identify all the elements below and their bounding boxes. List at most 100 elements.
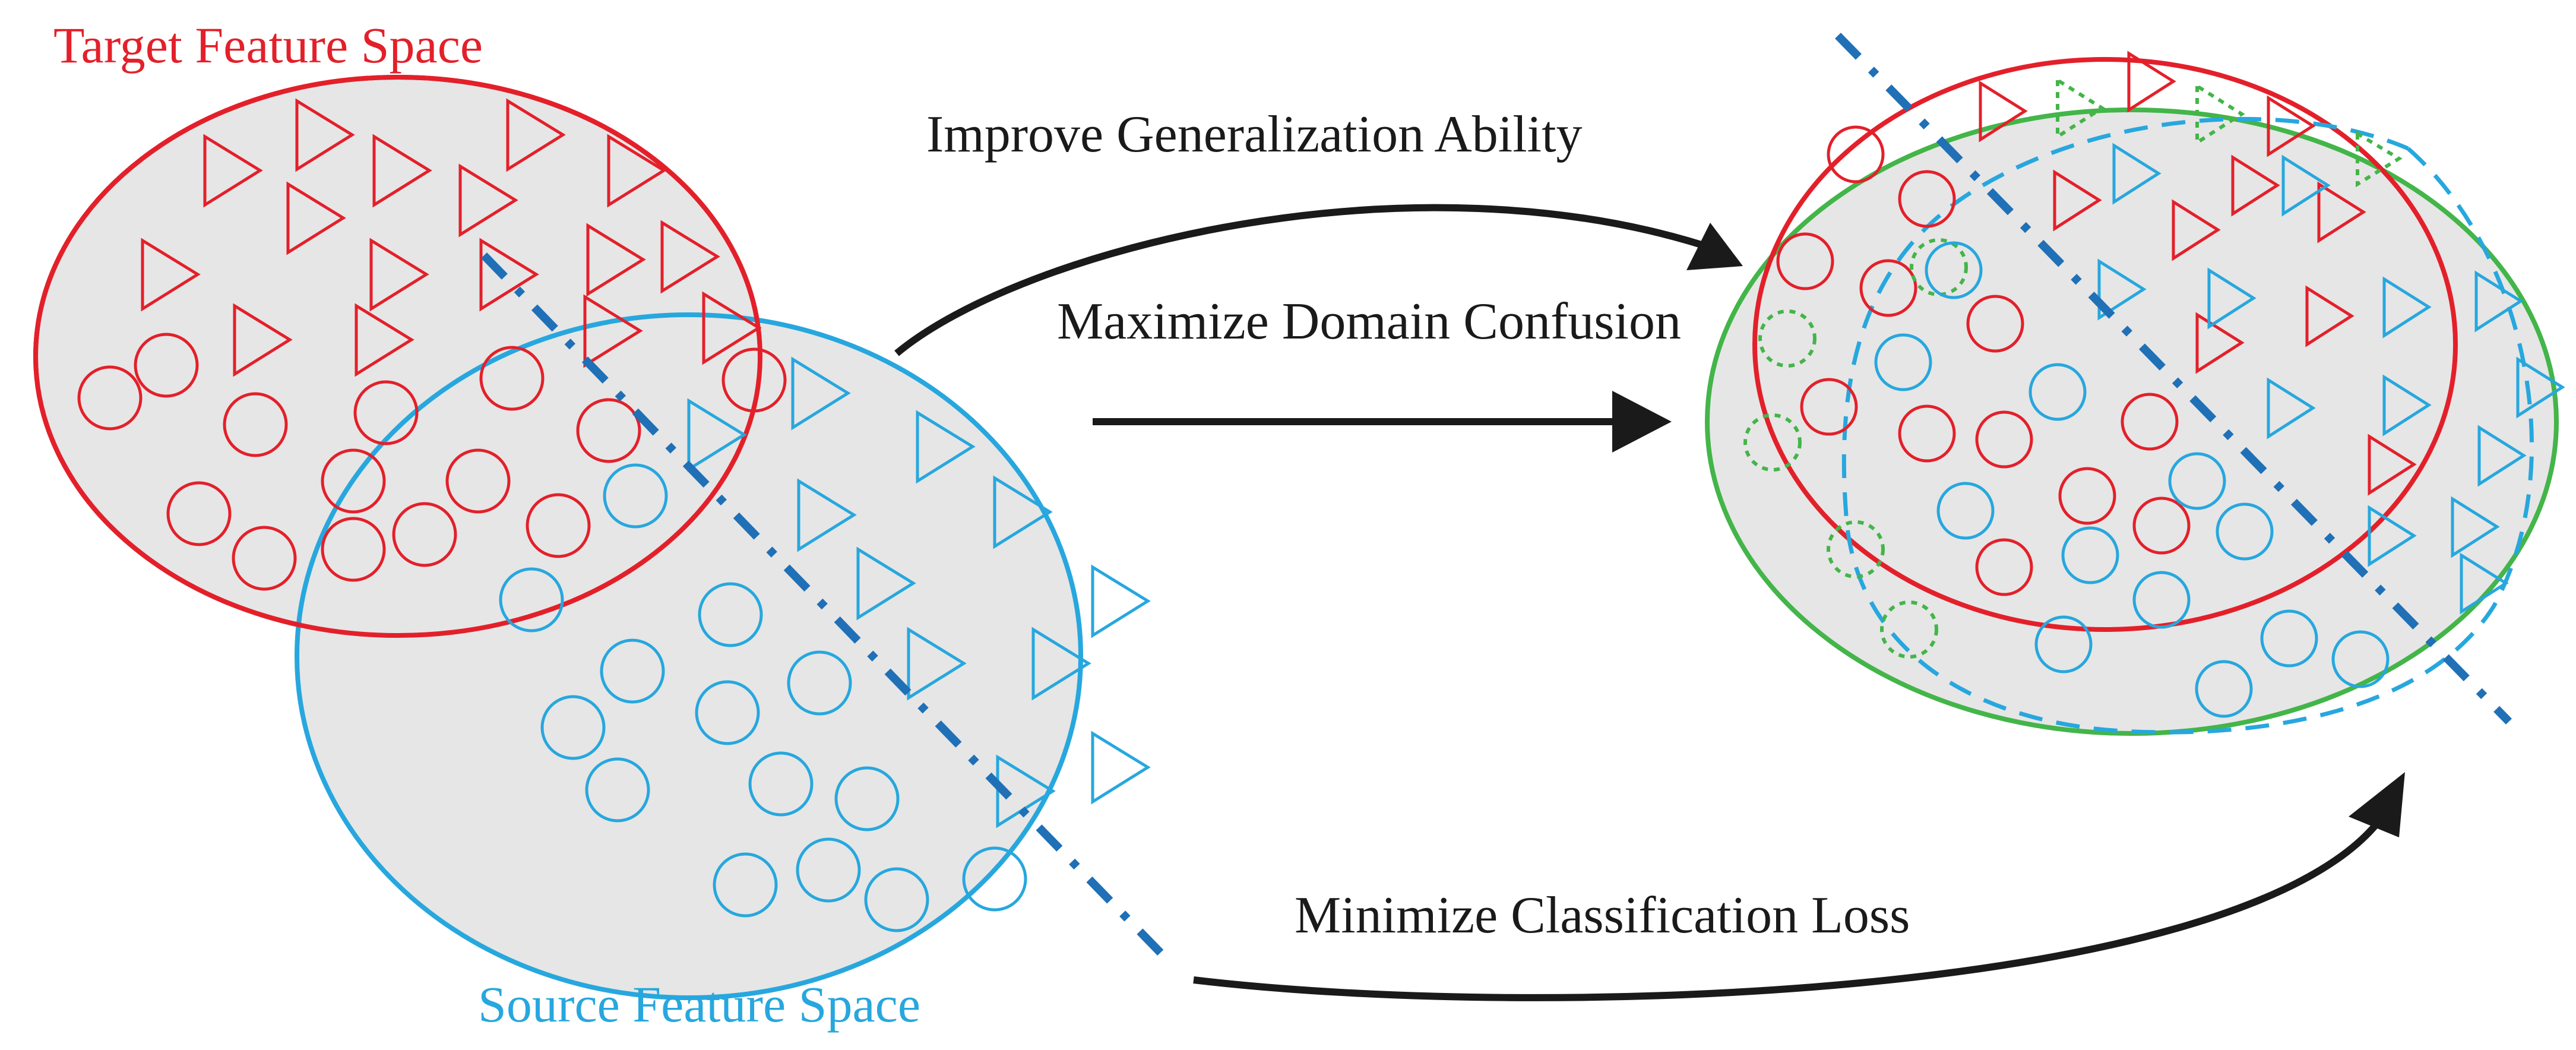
source-circle — [2061, 526, 2119, 584]
source-triangle — [2207, 267, 2257, 330]
target-circle — [223, 392, 288, 457]
target-triangle — [372, 134, 432, 208]
target-circle — [353, 380, 419, 445]
source-triangles — [687, 356, 1151, 828]
target-triangle — [2195, 312, 2245, 374]
source-triangle — [2267, 377, 2316, 439]
source-triangle — [1091, 730, 1151, 805]
source-circle — [2168, 452, 2226, 510]
source-triangle — [791, 356, 851, 431]
target-circle — [2132, 496, 2191, 555]
source-triangle — [687, 398, 747, 472]
target-circle — [1859, 259, 1917, 317]
target-circle — [1827, 125, 1885, 184]
source-circle — [585, 757, 650, 823]
maximize-domain-confusion-label: Maximize Domain Confusion — [1057, 293, 1681, 350]
target-triangle — [607, 134, 667, 208]
source-triangle — [2097, 258, 2147, 321]
target-triangle — [2368, 434, 2417, 496]
target-circle — [526, 493, 591, 558]
source-triangle — [1031, 627, 1091, 701]
green-triangle — [2056, 77, 2106, 140]
source-circle — [2216, 502, 2274, 561]
target-circle — [721, 347, 787, 413]
source-circle — [796, 837, 861, 903]
source-circle — [2195, 660, 2253, 718]
target-triangle — [660, 220, 720, 294]
target-circle — [1898, 404, 1956, 463]
source-circle — [2331, 630, 2390, 688]
target-feature-space-outline — [33, 75, 762, 638]
target-circle — [134, 333, 199, 398]
target-circle — [2058, 467, 2116, 525]
target-triangle — [2053, 169, 2102, 232]
target-circle — [166, 481, 232, 546]
source-triangle — [916, 410, 976, 484]
source-circle — [540, 695, 606, 760]
target-triangle — [2172, 199, 2221, 261]
target-triangle — [702, 291, 762, 365]
target-circle — [576, 398, 641, 463]
merged-source-triangles — [2097, 143, 2565, 615]
target-circle — [1898, 170, 1956, 228]
green-triangle — [2356, 130, 2403, 188]
source-triangle — [1091, 564, 1151, 638]
merged-decision-boundary — [1834, 33, 2512, 725]
source-triangle — [2516, 356, 2565, 419]
target-triangle — [369, 238, 429, 312]
target-triangle — [1979, 80, 2028, 143]
merged-source-dashed-ellipse — [1841, 116, 2534, 735]
source-circle — [2034, 615, 2093, 673]
source-circle — [603, 463, 668, 529]
source-triangle — [2382, 374, 2432, 437]
target-triangle — [2231, 154, 2280, 217]
source-circle — [2028, 363, 2087, 421]
target-circle — [1776, 232, 1834, 290]
source-circle — [499, 567, 564, 632]
target-circle — [232, 526, 297, 591]
target-circle — [1975, 410, 2033, 469]
merged-green-circles — [1743, 238, 1968, 659]
source-feature-space-label: Source Feature Space — [478, 976, 920, 1033]
source-circle — [1925, 241, 1983, 299]
source-triangle — [2451, 496, 2500, 558]
target-circle — [321, 448, 386, 514]
target-triangle — [2317, 181, 2366, 243]
target-triangle — [355, 303, 414, 377]
source-circle — [600, 638, 665, 704]
source-decision-boundary — [480, 252, 1164, 956]
source-circle — [713, 852, 778, 918]
target-feature-space-label: Target Feature Space — [53, 17, 483, 74]
source-circle — [698, 582, 763, 647]
green-circle — [1910, 238, 1968, 296]
source-circle — [787, 650, 852, 716]
source-triangle — [2112, 143, 2162, 205]
merged-green-triangles — [2056, 77, 2403, 188]
target-triangle — [2267, 95, 2316, 157]
green-triangle — [2195, 83, 2245, 146]
source-circle — [962, 846, 1027, 912]
improve-generalization-label: Improve Generalization Ability — [926, 106, 1583, 163]
merged-target-triangles — [1979, 50, 2417, 496]
target-circle — [445, 448, 511, 514]
arrow-minimize-loss — [1193, 772, 2405, 1001]
target-circle — [392, 502, 457, 567]
merged-target-ellipse — [1752, 57, 2458, 632]
source-circle — [864, 867, 929, 932]
source-triangle — [2474, 270, 2524, 333]
target-circle — [1800, 378, 1858, 436]
target-triangle — [2305, 285, 2355, 347]
merged-target-circles — [1776, 125, 2191, 596]
source-triangle — [856, 546, 916, 621]
source-circle — [2260, 609, 2318, 668]
target-triangles — [141, 98, 762, 377]
target-circle — [321, 517, 386, 582]
source-circle — [695, 680, 760, 745]
target-triangle — [458, 163, 518, 238]
source-triangle — [907, 627, 967, 701]
source-circle — [2132, 571, 2191, 629]
source-feature-space-ellipse — [295, 312, 1083, 1000]
target-circle — [479, 346, 545, 411]
arrow-improve-generalization — [894, 204, 1743, 356]
target-circle — [77, 365, 143, 431]
